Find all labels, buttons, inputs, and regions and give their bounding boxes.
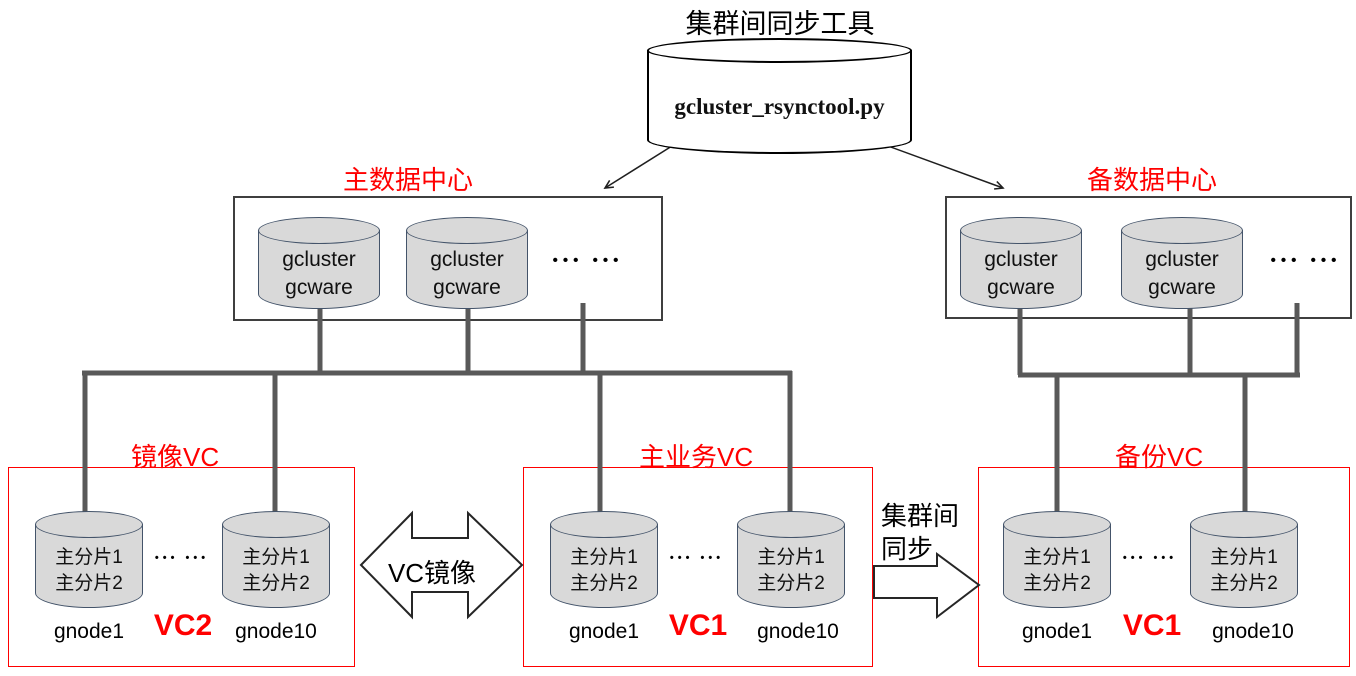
shard-line: 主分片2 <box>1210 572 1278 594</box>
mirror-vc-gnode10-cylinder: 主分片1 主分片2 <box>222 511 330 608</box>
mirror-vc-id: VC2 <box>153 609 213 642</box>
cylinder-top-ellipse <box>1190 511 1298 538</box>
standby-dc-node1-cylinder: gcluster gcware <box>960 217 1082 309</box>
primary-dc-node2-cylinder: gcluster gcware <box>406 217 528 309</box>
shard-line: 主分片1 <box>1023 546 1091 568</box>
tool-to-standby-arrow <box>887 145 1005 190</box>
cylinder-body <box>647 50 912 154</box>
mirror-vc-gnode1-cylinder: 主分片1 主分片2 <box>35 511 143 608</box>
node-service-line: gcware <box>285 276 353 299</box>
primary-vc-id: VC1 <box>668 609 728 642</box>
cylinder-body <box>35 524 143 608</box>
left-bus-lines <box>82 303 793 530</box>
shard-line: 主分片2 <box>242 572 310 594</box>
backup-vc-gnode10-cylinder: 主分片1 主分片2 <box>1190 511 1298 608</box>
cylinder-body <box>737 524 845 608</box>
node-service-line: gcluster <box>984 247 1058 271</box>
cylinder-body <box>550 524 658 608</box>
standby-dc-label: 备数据中心 <box>1087 165 1218 195</box>
backup-vc-gnode1-cylinder: 主分片1 主分片2 <box>1003 511 1111 608</box>
cylinder-top-ellipse <box>1121 217 1243 244</box>
backup-vc-host2: gnode10 <box>1212 620 1294 643</box>
cylinder-top-ellipse <box>258 217 380 244</box>
cylinder-top-ellipse <box>406 217 528 244</box>
cylinder-body <box>222 524 330 608</box>
cylinder-body <box>406 230 528 309</box>
mirror-vc-host2: gnode10 <box>235 620 317 643</box>
node-service-line: gcluster <box>282 247 356 271</box>
primary-vc-gnode1-cylinder: 主分片1 主分片2 <box>550 511 658 608</box>
primary-vc-label: 主业务VC <box>639 442 754 472</box>
backup-vc-box <box>978 467 1350 667</box>
cylinder-body <box>1003 524 1111 608</box>
primary-dc-label: 主数据中心 <box>343 165 474 195</box>
sync-tool-filename: gcluster_rsynctool.py <box>674 94 885 120</box>
backup-vc-host1: gnode1 <box>1021 620 1093 643</box>
primary-vc-ellipsis: ••• ••• <box>669 552 725 564</box>
cylinder-top-ellipse <box>647 38 912 63</box>
shard-line: 主分片1 <box>570 546 638 568</box>
node-service-line: gcware <box>1148 276 1216 299</box>
primary-vc-host2: gnode10 <box>757 620 839 643</box>
sync-tool-title: 集群间同步工具 <box>685 9 875 39</box>
cylinder-top-ellipse <box>737 511 845 538</box>
cluster-sync-label-line1: 集群间 <box>881 501 960 531</box>
cluster-sync-label-line2: 同步 <box>881 533 934 564</box>
shard-line: 主分片2 <box>570 572 638 594</box>
standby-dc-ellipsis: ••• ••• <box>1270 252 1342 269</box>
cluster-sync-arrow-label: 集群间 同步 <box>881 500 971 565</box>
node-service-line: gcluster <box>1145 247 1219 271</box>
shard-line: 主分片2 <box>1023 572 1091 594</box>
cylinder-top-ellipse <box>960 217 1082 244</box>
shard-line: 主分片1 <box>242 546 310 568</box>
primary-dc-box <box>233 196 663 321</box>
standby-dc-box <box>945 196 1352 319</box>
mirror-vc-box <box>8 467 355 667</box>
standby-dc-node2-cylinder: gcluster gcware <box>1121 217 1243 309</box>
shard-line: 主分片2 <box>757 572 825 594</box>
mirror-vc-label: 镜像VC <box>131 442 220 472</box>
shard-line: 主分片2 <box>55 572 123 594</box>
cylinder-top-ellipse <box>35 511 143 538</box>
backup-vc-ellipsis: ••• ••• <box>1122 552 1178 564</box>
backup-vc-id: VC1 <box>1122 609 1182 642</box>
vc-mirror-arrow-label: VC镜像 <box>387 558 477 588</box>
vc-mirror-double-arrow <box>359 510 524 620</box>
node-service-line: gcware <box>987 276 1055 299</box>
shard-line: 主分片1 <box>757 546 825 568</box>
mirror-vc-ellipsis: ••• ••• <box>154 552 210 564</box>
cylinder-body <box>1190 524 1298 608</box>
shard-line: 主分片1 <box>1210 546 1278 568</box>
cylinder-top-ellipse <box>222 511 330 538</box>
tool-to-primary-arrow <box>603 145 673 189</box>
shard-line: 主分片1 <box>55 546 123 568</box>
cylinder-top-ellipse <box>550 511 658 538</box>
primary-vc-box <box>523 467 873 667</box>
cylinder-top-ellipse <box>1003 511 1111 538</box>
node-service-line: gcluster <box>430 247 504 271</box>
right-bus-lines <box>1017 303 1300 530</box>
node-service-line: gcware <box>433 276 501 299</box>
cluster-sync-arrow <box>873 552 981 620</box>
sync-tool-cylinder: gcluster_rsynctool.py <box>647 38 912 154</box>
primary-dc-node1-cylinder: gcluster gcware <box>258 217 380 309</box>
mirror-vc-host1: gnode1 <box>53 620 125 643</box>
primary-vc-gnode10-cylinder: 主分片1 主分片2 <box>737 511 845 608</box>
primary-dc-ellipsis: ••• ••• <box>552 252 624 269</box>
primary-vc-host1: gnode1 <box>568 620 640 643</box>
backup-vc-label: 备份VC <box>1115 442 1204 472</box>
